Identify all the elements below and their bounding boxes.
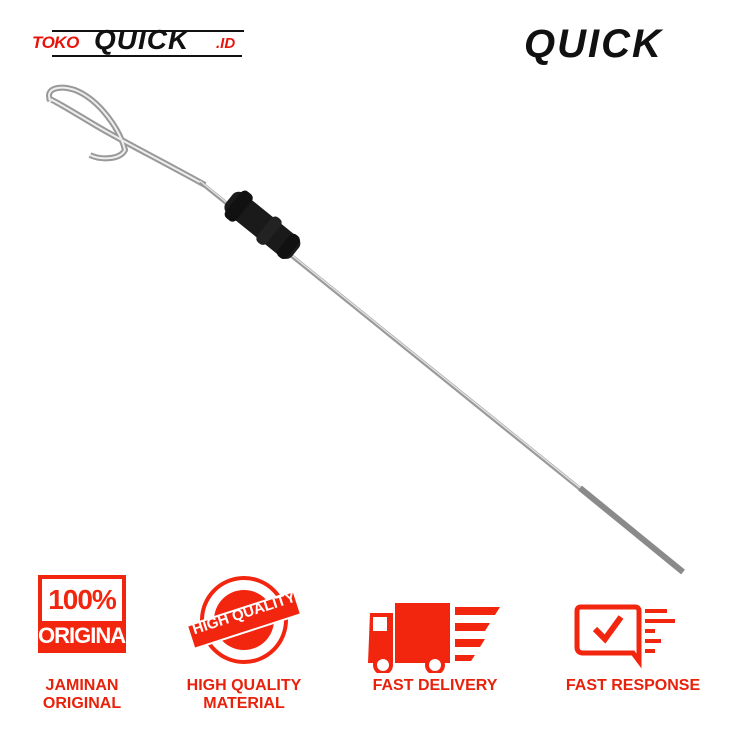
quick-brand-logo: QUICK: [524, 22, 663, 66]
original-stamp-top: 100%: [42, 579, 122, 621]
badge-caption-line2: MATERIAL: [203, 695, 285, 712]
logo-name: QUICK: [94, 24, 190, 55]
original-stamp-icon: 100% ORIGINAL: [38, 575, 139, 653]
logo-suffix: .ID: [216, 35, 236, 52]
logo-prefix: TOKO: [32, 33, 79, 52]
tokoquick-logo: TOKO QUICK .ID: [32, 26, 247, 58]
dipstick-tip: [578, 485, 685, 575]
delivery-truck-icon: [368, 603, 500, 673]
original-stamp-bottom: ORIGINAL: [38, 623, 139, 648]
dipstick-handle-loop: [46, 84, 207, 188]
dipstick-product-image: [46, 84, 685, 575]
badge-caption-line2: ORIGINAL: [42, 695, 122, 712]
chat-check-icon: [574, 604, 675, 669]
badge-caption-line1: FAST DELIVERY: [372, 677, 498, 694]
badge-fast-delivery: FAST DELIVERY: [345, 575, 525, 695]
dipstick-rubber-grip: [224, 190, 301, 260]
badge-caption-line1: HIGH QUALITY: [186, 677, 302, 694]
badge-caption-line1: JAMINAN: [45, 677, 119, 694]
badge-fast-response: FAST RESPONSE: [543, 575, 723, 695]
high-quality-seal-icon: [185, 576, 303, 664]
badge-caption-line1: FAST RESPONSE: [565, 677, 701, 694]
